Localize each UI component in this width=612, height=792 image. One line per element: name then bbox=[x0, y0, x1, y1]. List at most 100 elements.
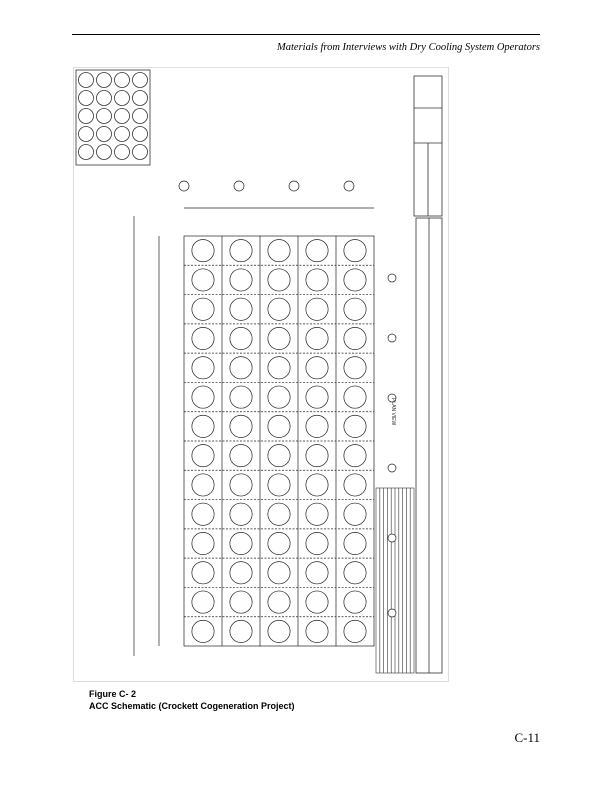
fan-circle bbox=[305, 502, 329, 526]
fan-circle bbox=[343, 239, 367, 263]
fan-circle bbox=[305, 561, 329, 585]
fan-circle bbox=[229, 473, 253, 497]
grid-bubble-top bbox=[233, 180, 245, 192]
legend-circle bbox=[114, 90, 130, 106]
legend-circle bbox=[114, 126, 130, 142]
fan-circle bbox=[191, 590, 215, 614]
legend-circle bbox=[132, 90, 148, 106]
fan-circle bbox=[229, 239, 253, 263]
fan-circle bbox=[305, 268, 329, 292]
grid-bubble-side bbox=[387, 393, 397, 403]
legend-circle bbox=[96, 90, 112, 106]
grid-bubble-top bbox=[343, 180, 355, 192]
fan-circle bbox=[343, 297, 367, 321]
figure-title: ACC Schematic (Crockett Cogeneration Pro… bbox=[89, 701, 295, 711]
revision-table bbox=[375, 487, 415, 674]
fan-circle bbox=[229, 619, 253, 643]
fan-circle bbox=[343, 473, 367, 497]
title-block bbox=[413, 75, 443, 674]
fan-circle bbox=[267, 502, 291, 526]
legend-circle bbox=[132, 72, 148, 88]
fan-circle bbox=[191, 356, 215, 380]
legend-circle bbox=[132, 108, 148, 124]
legend-frame bbox=[75, 69, 151, 166]
fan-circle bbox=[191, 502, 215, 526]
fan-circle bbox=[267, 619, 291, 643]
figure-label: Figure C- 2 bbox=[89, 689, 137, 699]
header-rule bbox=[72, 34, 540, 35]
fan-circle bbox=[343, 590, 367, 614]
fan-circle bbox=[229, 414, 253, 438]
legend-circle bbox=[78, 144, 94, 160]
legend-circle bbox=[78, 72, 94, 88]
legend-circle bbox=[114, 144, 130, 160]
fan-circle bbox=[191, 414, 215, 438]
legend-circle bbox=[78, 108, 94, 124]
grid-bubbles bbox=[178, 180, 397, 618]
fan-circle bbox=[229, 268, 253, 292]
fan-circle bbox=[229, 444, 253, 468]
fan-circle bbox=[267, 239, 291, 263]
fan-circle bbox=[305, 590, 329, 614]
legend-circle bbox=[96, 144, 112, 160]
fan-legend-grid bbox=[75, 69, 151, 166]
fan-circle bbox=[305, 473, 329, 497]
fan-circle bbox=[229, 297, 253, 321]
fan-circle bbox=[191, 327, 215, 350]
fan-circle bbox=[267, 561, 291, 585]
fan-circle bbox=[343, 327, 367, 350]
fan-circle bbox=[305, 414, 329, 438]
fan-circle bbox=[229, 502, 253, 526]
fan-circle bbox=[267, 268, 291, 292]
fan-circle bbox=[267, 473, 291, 497]
running-header: Materials from Interviews with Dry Cooli… bbox=[277, 42, 540, 53]
legend-circle bbox=[132, 126, 148, 142]
fan-circle bbox=[267, 385, 291, 409]
fan-circle bbox=[267, 444, 291, 468]
fan-circle bbox=[229, 356, 253, 380]
legend-circle bbox=[114, 72, 130, 88]
fan-circle bbox=[343, 268, 367, 292]
fan-circle bbox=[305, 444, 329, 468]
legend-circle bbox=[96, 72, 112, 88]
figure-caption: Figure C- 2 ACC Schematic (Crockett Coge… bbox=[89, 688, 295, 712]
page-number: C-11 bbox=[514, 730, 540, 745]
fan-circle bbox=[305, 297, 329, 321]
fan-circle bbox=[191, 297, 215, 321]
fan-circle bbox=[305, 356, 329, 380]
legend-circle bbox=[78, 90, 94, 106]
fan-circle bbox=[305, 385, 329, 409]
fan-circle bbox=[343, 532, 367, 555]
fan-circle bbox=[191, 385, 215, 409]
fan-circle bbox=[267, 414, 291, 438]
fan-circle bbox=[191, 239, 215, 263]
legend-circle bbox=[96, 108, 112, 124]
fan-circle bbox=[229, 327, 253, 350]
grid-bubble-top bbox=[288, 180, 300, 192]
fan-circle bbox=[343, 414, 367, 438]
fan-circle bbox=[191, 268, 215, 292]
legend-circle bbox=[96, 126, 112, 142]
legend-circle bbox=[114, 108, 130, 124]
fan-circle bbox=[229, 532, 253, 555]
fan-circle bbox=[267, 356, 291, 380]
fan-circle bbox=[267, 297, 291, 321]
legend-circle bbox=[132, 144, 148, 160]
fan-circle bbox=[305, 239, 329, 263]
fan-circle bbox=[343, 619, 367, 643]
fan-circle bbox=[305, 532, 329, 555]
grid-bubble-top bbox=[178, 180, 190, 192]
acc-plan-view bbox=[133, 207, 375, 656]
fan-circle bbox=[229, 385, 253, 409]
fan-circle bbox=[191, 619, 215, 643]
fan-circle bbox=[191, 473, 215, 497]
fan-circle bbox=[267, 590, 291, 614]
grid-bubble-side bbox=[387, 273, 397, 283]
fan-circle bbox=[267, 532, 291, 555]
fan-circle bbox=[229, 590, 253, 614]
fan-circle bbox=[343, 356, 367, 380]
grid-bubble-side bbox=[387, 533, 397, 543]
fan-circle bbox=[343, 502, 367, 526]
fan-circle bbox=[343, 561, 367, 585]
legend-circle bbox=[78, 126, 94, 142]
